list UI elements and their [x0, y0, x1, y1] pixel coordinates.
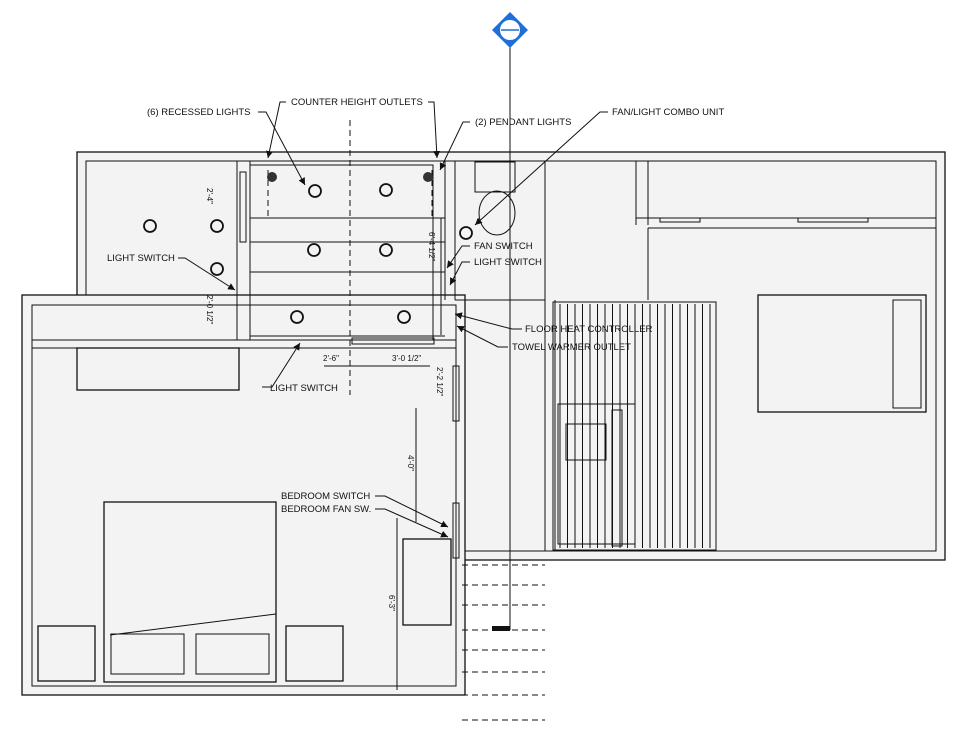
section-marker-icon[interactable] [492, 12, 528, 48]
dim-2-4: 2'-4" [205, 188, 214, 204]
stair [552, 301, 717, 551]
label-pendant-lights: (2) PENDANT LIGHTS [475, 117, 571, 128]
bed-left [37, 365, 460, 683]
dim-2-0-5: 2'-0 1/2" [205, 295, 214, 324]
dim-4-0: 4'-0" [406, 455, 415, 471]
dim-6-4-5: 6'-4 1/2" [427, 232, 436, 261]
label-light-switch-left: LIGHT SWITCH [107, 253, 175, 264]
recessed-lights [143, 172, 473, 324]
label-light-switch-bottom: LIGHT SWITCH [270, 383, 338, 394]
marker-end [492, 626, 510, 631]
vanity [239, 120, 516, 395]
toilet [478, 190, 516, 236]
label-fan-switch: FAN SWITCH [474, 241, 533, 252]
pendant-light [423, 172, 433, 182]
label-towel-warmer: TOWEL WARMER OUTLET [512, 342, 631, 353]
pendant-light [267, 172, 277, 182]
dim-2-2-5: 2'-2 1/2" [435, 367, 444, 396]
label-recessed-lights: (6) RECESSED LIGHTS [147, 107, 250, 118]
grid-dashes [462, 564, 545, 721]
label-fan-light-combo: FAN/LIGHT COMBO UNIT [612, 107, 724, 118]
label-light-switch: LIGHT SWITCH [474, 257, 542, 268]
dim-6-3: 6'-3" [387, 595, 396, 611]
dim-3-0-5: 3'-0 1/2" [392, 354, 421, 363]
label-counter-outlets: COUNTER HEIGHT OUTLETS [291, 97, 423, 108]
dim-2-6: 2'-6" [323, 354, 339, 363]
label-bedroom-fan: BEDROOM FAN SW. [281, 504, 371, 515]
bed-right [757, 294, 927, 413]
label-floor-heat: FLOOR HEAT CONTROLLER [525, 324, 653, 335]
leaders [178, 101, 608, 690]
label-bedroom-switch: BEDROOM SWITCH [281, 491, 370, 502]
